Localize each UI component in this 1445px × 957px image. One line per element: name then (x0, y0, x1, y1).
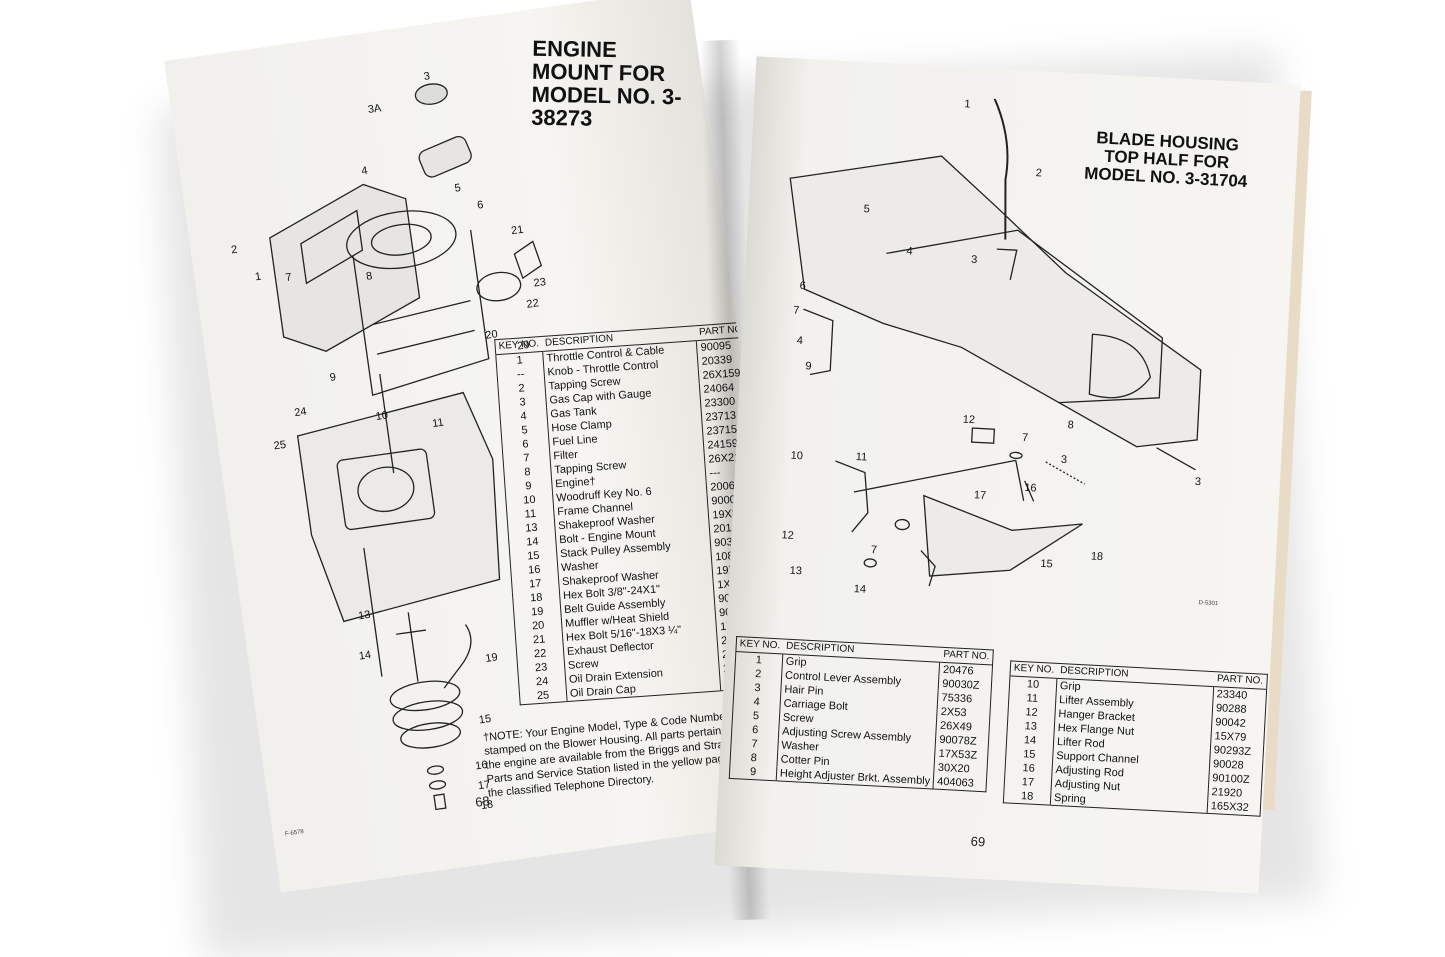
callout-r7b: 7 (1022, 432, 1029, 444)
callout-20a: 20 (485, 328, 499, 342)
callout-23: 23 (533, 276, 547, 290)
callout-11: 11 (431, 417, 444, 430)
callout-3: 3 (423, 70, 431, 83)
callout-r4a: 4 (906, 245, 913, 257)
callout-21: 21 (510, 224, 524, 238)
callout-20b: 20 (516, 339, 530, 353)
part-key-no: 9 (729, 763, 777, 781)
callout-r8: 8 (1067, 419, 1074, 431)
callout-8: 8 (365, 270, 373, 283)
callout-7: 7 (285, 271, 293, 284)
callout-r1: 1 (964, 98, 971, 110)
callout-22: 22 (526, 297, 540, 311)
callout-r12a: 12 (963, 414, 976, 427)
callout-10: 10 (375, 409, 389, 423)
callout-r3a: 3 (971, 254, 978, 266)
callout-14: 14 (358, 649, 372, 663)
callout-r14: 14 (854, 583, 867, 596)
callout-16: 16 (475, 759, 489, 773)
part-key-no: 25 (519, 687, 568, 705)
callout-1: 1 (254, 271, 262, 284)
callout-r3b: 3 (1061, 454, 1068, 466)
callout-r16: 16 (1024, 482, 1037, 495)
callout-4: 4 (361, 165, 369, 178)
callout-17: 17 (477, 779, 491, 793)
callout-r15: 15 (1040, 558, 1053, 571)
callout-r4b: 4 (796, 335, 803, 347)
callout-r13a: 13 (789, 565, 802, 578)
callout-r3c: 3 (1195, 476, 1202, 488)
blade-housing-exploded-diagram: 1 2 3 3 3 4 4 5 6 7 7 7 8 9 10 11 12 12 … (781, 98, 1202, 628)
callout-18: 18 (480, 798, 494, 812)
callout-r17: 17 (974, 489, 987, 502)
figure-code-right: D-5301 (1198, 600, 1219, 608)
key-no-header-b: KEY NO. (1009, 660, 1058, 679)
callout-2: 2 (230, 244, 238, 257)
left-page: ENGINE MOUNT FOR MODEL NO. 3-38273 (164, 0, 806, 893)
callout-r9: 9 (805, 360, 812, 372)
callout-6: 6 (476, 199, 484, 212)
callout-r7c: 7 (871, 544, 878, 556)
part-key-no: 18 (1003, 788, 1051, 806)
callout-19: 19 (485, 651, 499, 665)
part-number: 165X32 (1210, 800, 1250, 815)
callout-25: 25 (273, 439, 287, 453)
left-page-heading: ENGINE MOUNT FOR MODEL NO. 3-38273 (530, 35, 703, 132)
engine-mount-exploded-diagram: 2 3 4 5 6 7 8 9 10 11 13 14 15 16 17 18 … (230, 70, 547, 812)
callout-r18: 18 (1091, 550, 1104, 563)
page-number-left: 68 (474, 792, 491, 810)
callout-r11: 11 (855, 451, 867, 464)
left-heading-line1: ENGINE MOUNT FOR (531, 35, 666, 87)
callout-9: 9 (329, 371, 337, 384)
callout-r5: 5 (863, 203, 870, 215)
callout-24: 24 (294, 406, 308, 420)
left-heading-line2: MODEL NO. 3-38273 (530, 81, 682, 132)
callout-13: 13 (357, 609, 371, 623)
page-number-right: 69 (970, 833, 986, 850)
callout-15: 15 (478, 713, 492, 727)
part-number: 404063 (936, 775, 975, 790)
callout-5: 5 (454, 182, 462, 195)
callout-r2: 2 (1036, 167, 1043, 179)
callout-3a: 3A (367, 102, 383, 116)
callout-r13b: 13 (882, 615, 895, 628)
key-no-header-a: KEY NO. (735, 636, 784, 654)
callout-r12b: 12 (781, 529, 794, 542)
right-page: BLADE HOUSING TOP HALF FOR MODEL NO. 3-3… (714, 56, 1301, 894)
callout-r6: 6 (799, 280, 806, 292)
callout-r7a: 7 (793, 305, 800, 317)
callout-r10: 10 (790, 450, 803, 463)
